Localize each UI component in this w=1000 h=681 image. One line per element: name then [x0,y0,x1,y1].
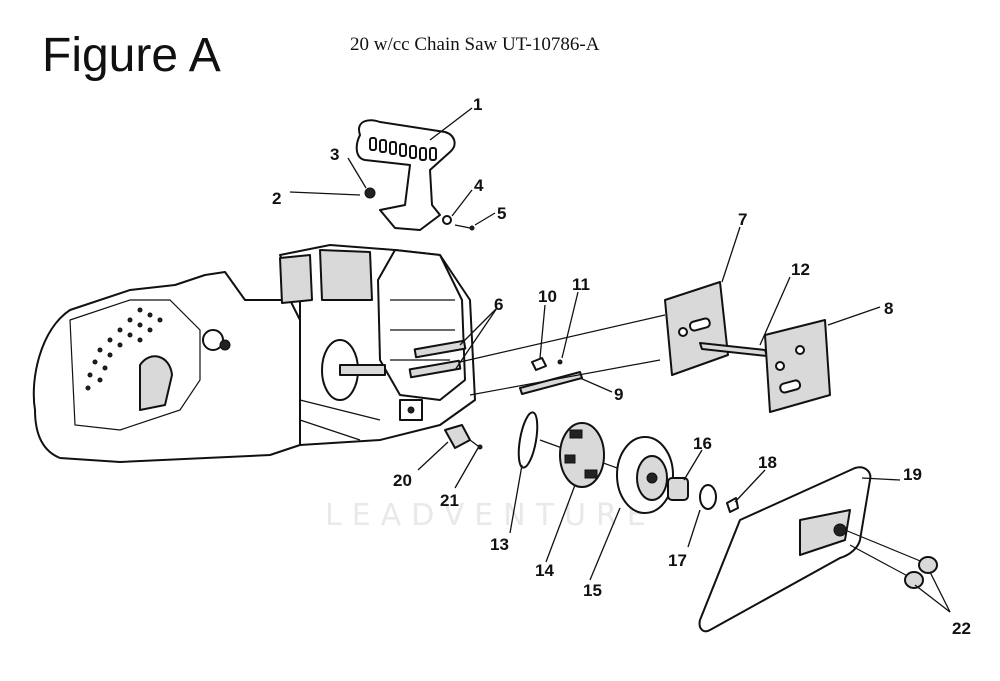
rear-handle-part [355,119,456,231]
needle-bearing-part-16 [667,477,689,501]
callout-22: 22 [952,619,971,638]
screw-part-5 [454,224,471,229]
callout-3: 3 [330,145,339,164]
assembly-line [459,314,666,363]
callout-labels: 1 2 3 4 5 6 7 8 9 10 11 12 13 14 15 16 1… [272,95,971,638]
callout-16: 16 [693,434,712,453]
outer-plate-part-7 [664,281,729,376]
screw-part-2 [289,191,361,196]
inner-plate-part-8 [764,319,831,413]
watermark-text: LEADVENTURE [325,498,656,533]
callout-12: 12 [791,260,810,279]
figure-title: Figure A [42,29,221,82]
sprocket-drum-part-15 [616,436,674,514]
bar-studs-part [408,339,467,379]
callout-10: 10 [538,287,557,306]
washer-part-4 [442,215,452,225]
bumper-part-20 [444,424,471,449]
callout-8: 8 [884,299,893,318]
handle-bushing-part [364,187,376,199]
callout-14: 14 [535,561,554,580]
nut-part-22b [904,571,924,589]
callout-20: 20 [393,471,412,490]
clutch-cover-part-19 [698,466,872,633]
washer-part-17 [699,484,717,510]
nut-part-22a [918,556,938,574]
callout-2: 2 [272,189,281,208]
callout-4: 4 [474,176,484,195]
callout-13: 13 [490,535,509,554]
callout-5: 5 [497,204,506,223]
small-pin-part [557,359,563,365]
callout-9: 9 [614,385,623,404]
callout-11: 11 [572,275,590,294]
callout-7: 7 [738,210,747,229]
engine-housing [32,244,476,463]
callout-15: 15 [583,581,602,600]
callout-21: 21 [440,491,459,510]
clutch-part-14 [559,422,605,488]
callout-6: 6 [494,295,503,314]
tension-pin-part [531,357,547,371]
callout-leaders [347,107,951,613]
model-caption: 20 w/cc Chain Saw UT-10786-A [350,34,600,55]
callout-1: 1 [473,95,482,114]
screw-part-21 [469,439,479,447]
callout-19: 19 [903,465,922,484]
tension-screw-part [519,371,583,395]
clutch-washer-part-13 [517,411,539,469]
callout-17: 17 [668,551,687,570]
cooling-vents [85,307,163,391]
callout-18: 18 [758,453,777,472]
